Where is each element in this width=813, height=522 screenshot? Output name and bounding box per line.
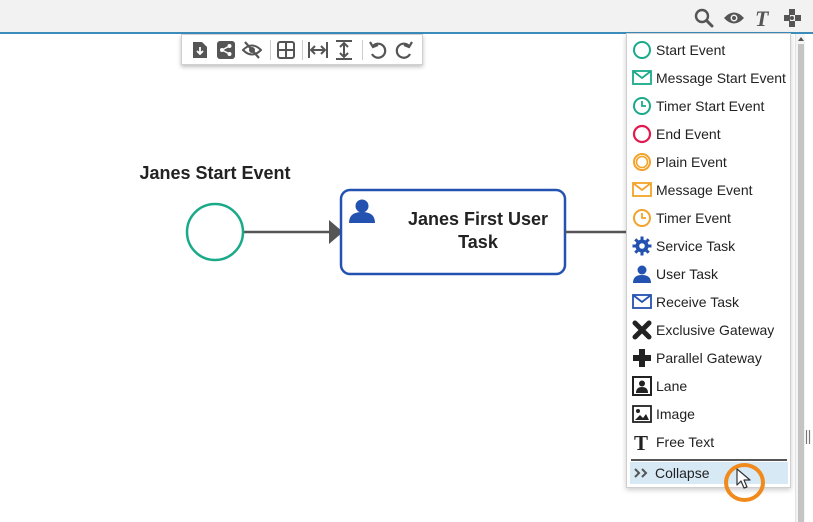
palette-item-exclusive-gateway[interactable]: Exclusive Gateway [631,318,789,342]
undo-icon[interactable] [367,39,389,61]
redo-icon[interactable] [393,39,415,61]
message-start-event-icon [631,67,653,89]
free-text-icon: T [631,431,653,453]
palette-item-timer-event[interactable]: Timer Event [631,206,789,230]
top-header-bar: T [0,0,813,34]
message-event-icon [631,179,653,201]
palette-item-end-event[interactable]: End Event [631,122,789,146]
scroll-up-icon[interactable] [797,35,805,43]
start-event-shape[interactable] [185,202,245,262]
canvas-toolbar [181,34,423,65]
start-event-icon [631,39,653,61]
palette-item-plain-event[interactable]: Plain Event [631,150,789,174]
receive-task-icon [631,291,653,313]
palette-item-label: Timer Event [656,210,731,226]
start-event-label: Janes Start Event [139,163,291,183]
toolbar-separator [362,40,363,60]
palette-item-user-task[interactable]: User Task [631,262,789,286]
element-palette: Start Event Message Start Event Timer St… [626,33,791,488]
palette-item-label: Message Start Event [656,70,786,86]
grid-icon[interactable] [275,39,297,61]
palette-item-timer-start-event[interactable]: Timer Start Event [631,94,789,118]
palette-item-label: Free Text [656,434,715,450]
timer-start-event-icon [631,95,653,117]
palette-item-parallel-gateway[interactable]: Parallel Gateway [631,346,789,370]
palette-item-label: Receive Task [656,294,740,310]
collapse-label: Collapse [655,465,710,481]
palette-item-label: Parallel Gateway [656,350,762,366]
diagram-canvas[interactable] [0,36,800,522]
plain-event-icon [631,151,653,173]
image-icon [631,403,653,425]
export-icon[interactable] [189,39,211,61]
double-chevron-icon [630,462,652,484]
scroll-thumb[interactable] [798,44,804,522]
eye-icon[interactable] [722,6,746,30]
search-icon[interactable] [692,6,716,30]
palette-item-image[interactable]: Image [631,402,789,426]
service-task-icon [631,235,653,257]
lane-icon [631,375,653,397]
exclusive-gateway-icon [631,319,653,341]
text-icon[interactable]: T [751,6,775,30]
hide-icon[interactable] [241,39,263,61]
palette-item-receive-task[interactable]: Receive Task [631,290,789,314]
palette-item-label: Service Task [656,238,736,254]
palette-item-lane[interactable]: Lane [631,374,789,398]
timer-event-icon [631,207,653,229]
fit-width-icon[interactable] [307,39,329,61]
toolbar-separator [270,40,271,60]
palette-item-service-task[interactable]: Service Task [631,234,789,258]
svg-text:T: T [755,7,770,29]
share-icon[interactable] [215,39,237,61]
puzzle-icon[interactable] [781,6,805,30]
mouse-cursor-icon [736,468,751,489]
vertical-scrollbar[interactable] [795,34,805,522]
palette-item-label: Message Event [656,182,753,198]
palette-item-label: User Task [656,266,718,282]
toolbar-separator [302,40,303,60]
palette-item-label: Image [656,406,695,422]
palette-item-label: End Event [656,126,721,142]
flow-arrowhead [329,220,343,244]
fit-height-icon[interactable] [333,39,355,61]
palette-item-free-text[interactable]: T Free Text [631,430,789,454]
click-highlight-ring [724,463,765,502]
palette-divider [631,459,787,461]
palette-item-label: Timer Start Event [656,98,765,114]
palette-item-start-event[interactable]: Start Event [631,38,789,62]
user-task-icon [349,199,375,223]
palette-item-message-start-event[interactable]: Message Start Event [631,66,789,90]
user-task-icon [631,263,653,285]
parallel-gateway-icon [631,347,653,369]
palette-item-message-event[interactable]: Message Event [631,178,789,202]
user-task-label: Janes First User Task [407,209,549,252]
palette-item-label: Exclusive Gateway [656,322,775,338]
svg-text:T: T [634,432,648,452]
palette-item-label: Start Event [656,42,726,58]
resize-grip-icon[interactable] [805,430,811,444]
end-event-icon [631,123,653,145]
palette-item-label: Plain Event [656,154,727,170]
palette-item-label: Lane [656,378,688,394]
